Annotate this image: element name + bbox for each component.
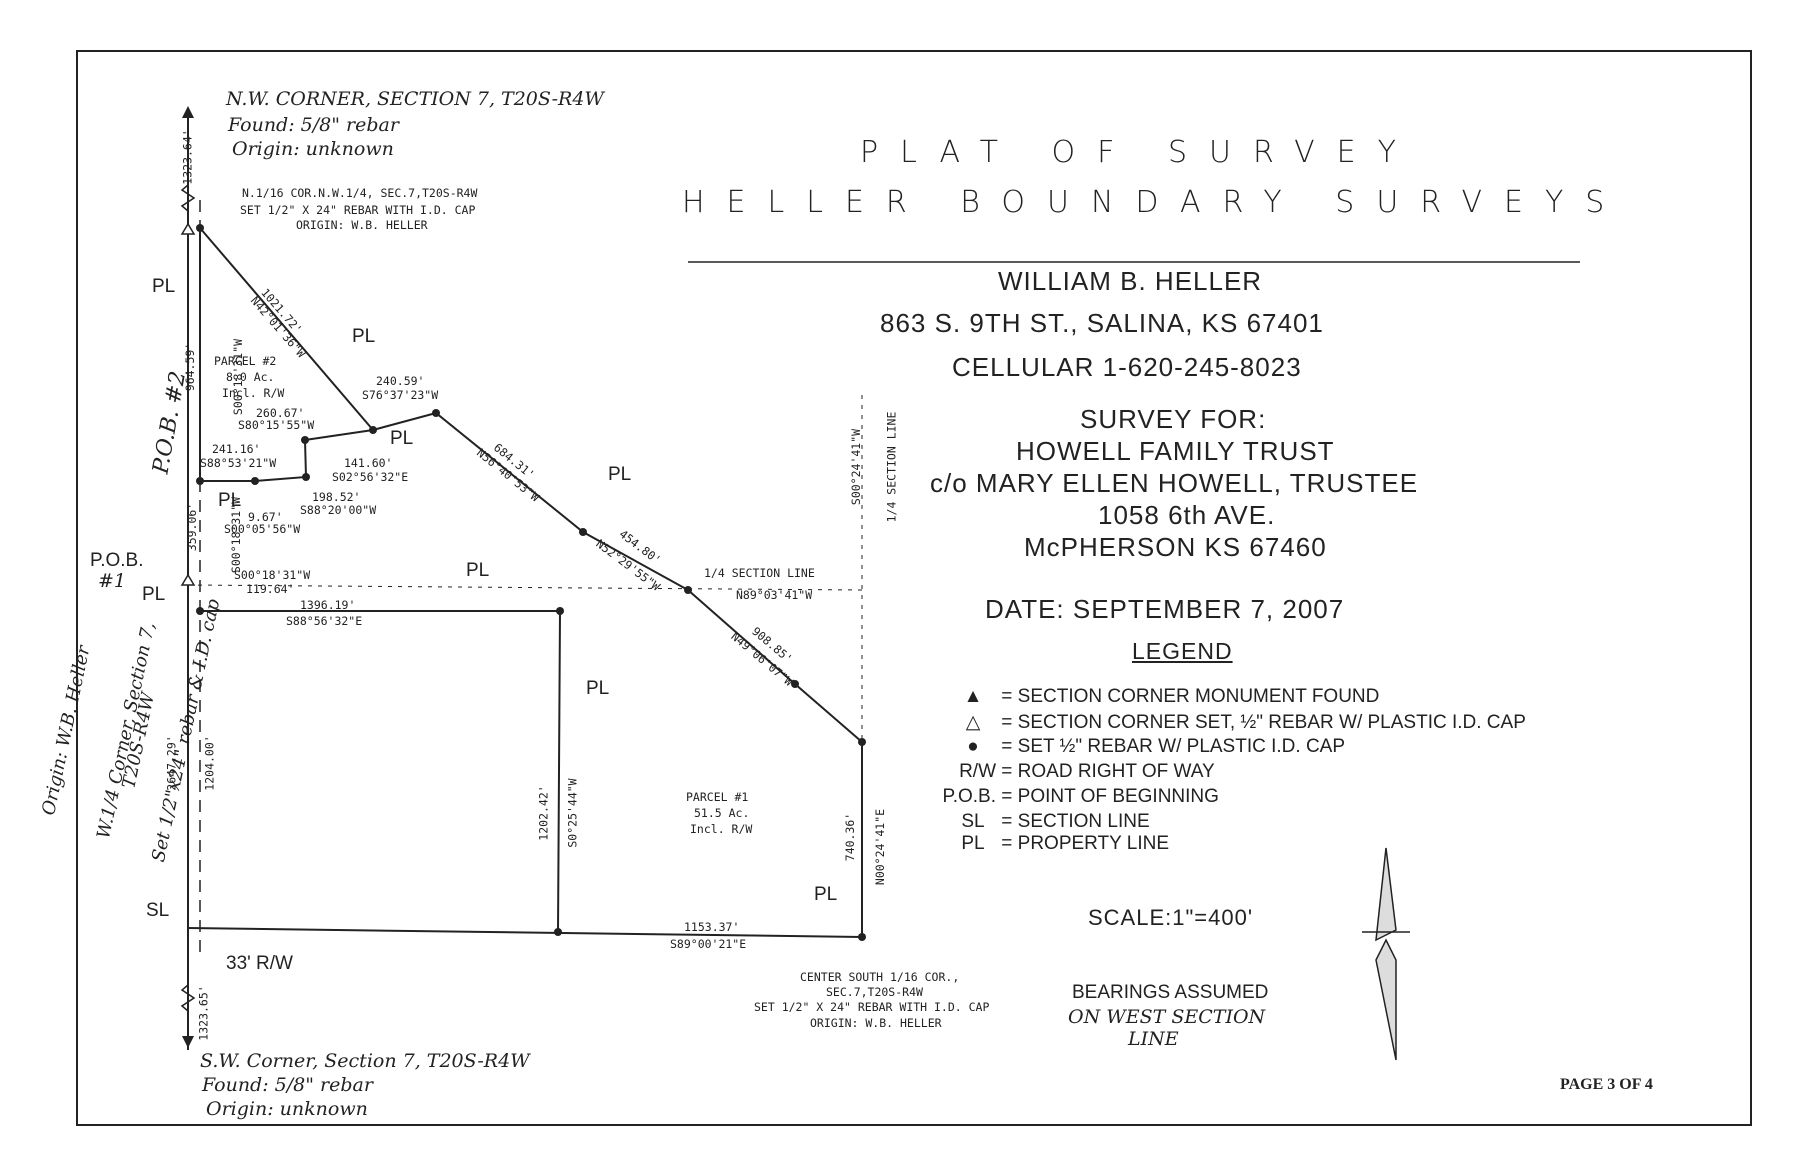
surveyor-name: WILLIAM B. HELLER (998, 266, 1263, 296)
dim-198-52: 198.52' (312, 490, 361, 504)
dim-260-67: 260.67' (256, 406, 305, 420)
dim-359-06: 359.06' (185, 502, 200, 552)
dim-1396-19: 1396.19' (300, 598, 356, 612)
bearing-s89-00-21: S89°00'21"E (670, 937, 747, 951)
quarter-section-line-h (187, 584, 863, 591)
bearing-n00-24-41: N00°24'41"E (873, 808, 888, 886)
quarter-section-line-vert-label: 1/4 SECTION LINE (884, 411, 899, 523)
sw-corner-triangle (182, 1036, 194, 1048)
bearing-s00-18-31-a: S00°18'31"W (231, 338, 246, 416)
legend-item: P.O.B. = POINT OF BEGINNING (942, 786, 1219, 807)
sw-corner-note-3: Origin: unknown (206, 1098, 368, 1120)
nw-corner-note-1: N.W. CORNER, SECTION 7, T20S-R4W (226, 88, 604, 110)
nw-corner-note-3: Origin: unknown (232, 138, 394, 160)
cs16-corner-note-1: CENTER SOUTH 1/16 COR., (800, 970, 960, 984)
pl-label: PL (586, 678, 610, 699)
survey-date: DATE: SEPTEMBER 7, 2007 (985, 594, 1345, 624)
legend-item: PL = PROPERTY LINE (961, 833, 1170, 854)
quarter-section-line-label: 1/4 SECTION LINE (704, 566, 815, 580)
pob-1-label: P.O.B. (90, 550, 144, 571)
cs16-corner-note-4: ORIGIN: W.B. HELLER (810, 1016, 942, 1030)
pl-label: PL (466, 560, 490, 581)
client-line2: c/o MARY ELLEN HOWELL, TRUSTEE (930, 468, 1419, 498)
drawing-border (76, 50, 1752, 1126)
bearing-s88-56-32: S88°56'32"E (286, 614, 363, 628)
pl-label: PL (142, 584, 166, 605)
bearing-s00-24-41: S00°24'41"W (849, 428, 864, 506)
pl-label: PL (814, 884, 838, 905)
north-arrow (1362, 847, 1410, 1061)
client-line3: 1058 6th AVE. (1098, 500, 1276, 530)
dim-1153-37: 1153.37' (684, 920, 740, 934)
dim-1202-42: 1202.42' (536, 785, 551, 841)
parcel-2-acres: 8.0 Ac. (226, 370, 275, 384)
parcel-2-note: Incl. R/W (222, 386, 285, 400)
bearing-s00-18-31-c: S00°18'31"W (234, 568, 311, 582)
rw-33-label: 33' R/W (226, 953, 293, 974)
legend-title: LEGEND (1132, 638, 1233, 664)
nw-corner-triangle (182, 106, 194, 118)
company-title: HELLER BOUNDARY SURVEYS (682, 185, 1627, 220)
pl-label: PL (352, 326, 376, 347)
bearings-note-3: LINE (1128, 1028, 1179, 1050)
bearing-s80-15-55: S80°15'55"W (238, 418, 315, 432)
dim-2647-29: 2647.29' (164, 735, 179, 791)
pl-label: PL (218, 490, 242, 511)
parcel-1-label: PARCEL #1 (686, 790, 749, 804)
surveyor-phone: CELLULAR 1-620-245-8023 (952, 352, 1302, 382)
client-line1: HOWELL FAMILY TRUST (1016, 436, 1335, 466)
surveyor-address: 863 S. 9TH ST., SALINA, KS 67401 (880, 308, 1324, 338)
bearing-s88-53-21: S88°53'21"W (200, 456, 277, 470)
dim-1204-00: 1204.00' (202, 735, 217, 791)
parcel-1-acres: 51.5 Ac. (694, 806, 750, 820)
client-line4: McPHERSON KS 67460 (1024, 532, 1327, 562)
parcel-2-label: PARCEL #2 (214, 354, 277, 368)
bearing-s00-18-31-b: S00°18'31"W (229, 496, 244, 574)
nw-corner-note-2: Found: 5/8" rebar (228, 114, 399, 136)
bearing-s02-56-32: S02°56'32"E (332, 470, 409, 484)
bearing-n89-03-41: N89°03'41"W (736, 588, 813, 602)
pl-label: PL (152, 276, 176, 297)
cs16-corner-note-2: SEC.7,T20S-R4W (826, 985, 923, 999)
pob-1-number: #1 (98, 570, 127, 592)
dim-964-59: 964.59' (183, 342, 198, 392)
parcel-1-south (187, 927, 863, 938)
dim-1323-65: 1323.65' (196, 985, 211, 1041)
dim-119-64: 119.64' (246, 582, 295, 596)
cs16-corner-note-3: SET 1/2" X 24" REBAR WITH I.D. CAP (754, 1000, 990, 1014)
sl-label: SL (146, 900, 170, 921)
scale-label: SCALE:1"=400' (1088, 905, 1254, 930)
n16-corner-note-3: ORIGIN: W.B. HELLER (296, 218, 428, 232)
dim-740-36: 740.36' (843, 812, 858, 862)
bearing-s76-37-23: S76°37'23"W (362, 388, 439, 402)
bearings-note-2: ON WEST SECTION (1068, 1006, 1266, 1028)
dim-240-59: 240.59' (376, 374, 425, 388)
bearing-s00-05-56: S00°05'56"W (224, 522, 301, 536)
bearing-s88-20-00: S88°20'00"W (300, 503, 377, 517)
parcel-1-note: Incl. R/W (690, 822, 753, 836)
n16-corner-note-2: SET 1/2" X 24" REBAR WITH I.D. CAP (240, 203, 476, 217)
legend-item: △ = SECTION CORNER SET, ½" REBAR W/ PLAS… (965, 712, 1526, 733)
dim-241-16: 241.16' (212, 442, 261, 456)
sw-corner-note-1: S.W. Corner, Section 7, T20S-R4W (200, 1050, 530, 1072)
dim-141-60: 141.60' (344, 456, 393, 470)
pl-label: PL (390, 428, 414, 449)
dim-9-67: 9.67' (248, 510, 283, 524)
bearing-s0-25-44: S0°25'44"W (565, 778, 580, 848)
parcel-1-inner (557, 610, 561, 933)
page-label: PAGE 3 OF 4 (1560, 1076, 1653, 1093)
pl-label: PL (608, 464, 632, 485)
bearings-note-1: BEARINGS ASSUMED (1072, 982, 1269, 1003)
survey-for-label: SURVEY FOR: (1080, 404, 1267, 434)
legend-item: SL = SECTION LINE (961, 811, 1150, 832)
plat-title: PLAT OF SURVEY (860, 135, 1418, 170)
legend-item: ● = SET ½" REBAR W/ PLASTIC I.D. CAP (967, 736, 1346, 757)
sw-corner-note-2: Found: 5/8" rebar (202, 1074, 373, 1096)
dim-1323-64: 1323.64' (180, 129, 195, 185)
n16-corner-note-1: N.1/16 COR.N.W.1/4, SEC.7,T20S-R4W (242, 186, 478, 200)
legend-item: R/W = ROAD RIGHT OF WAY (959, 761, 1215, 782)
legend-item: ▲ = SECTION CORNER MONUMENT FOUND (963, 686, 1380, 707)
